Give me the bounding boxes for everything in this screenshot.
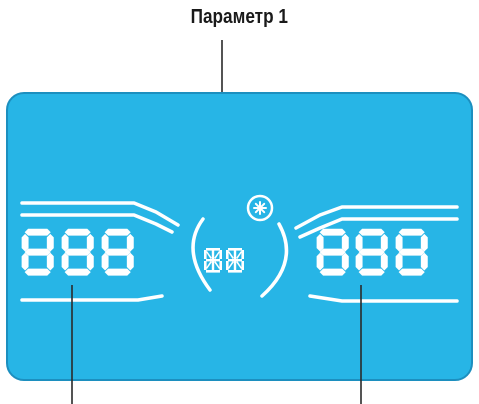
parameter-1-label: Параметр 1 xyxy=(190,6,288,28)
lcd-panel xyxy=(6,92,473,381)
lcd-frame-lines xyxy=(20,201,459,303)
gear-icon xyxy=(246,194,274,222)
